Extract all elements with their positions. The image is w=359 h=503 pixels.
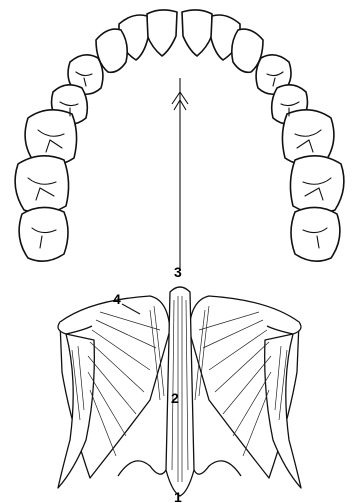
tooth-third-molar-left — [19, 207, 68, 261]
label-3: 3 — [174, 264, 182, 280]
soft-palate-muscles — [58, 287, 301, 496]
palatine-raphe — [172, 78, 188, 270]
label-2: 2 — [171, 390, 179, 406]
tooth-central-incisor-left — [147, 10, 177, 56]
label-4: 4 — [113, 291, 121, 307]
tooth-central-incisor-right — [182, 10, 212, 56]
label-1: 1 — [174, 489, 182, 503]
tooth-third-molar-right — [291, 207, 340, 261]
